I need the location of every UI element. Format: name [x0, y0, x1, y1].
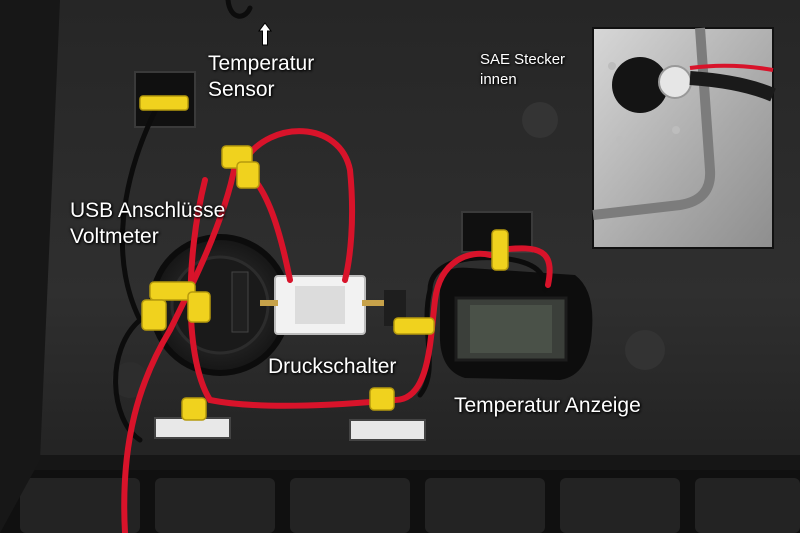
usb-voltmeter-label: USB Anschlüsse Voltmeter [70, 199, 226, 248]
temperature-sensor-label: Temperatur Sensor [208, 52, 315, 101]
rim-teeth [20, 478, 800, 533]
push-switch-label: Druckschalter [268, 355, 397, 378]
push-switch [260, 275, 406, 335]
temperature-display-label: Temperatur Anzeige [454, 394, 641, 417]
sae-inset [592, 27, 776, 249]
temperature-display [439, 267, 593, 380]
sae-connector-label: SAE Stecker innen [480, 51, 566, 88]
up-arrow-icon [258, 22, 272, 46]
zip-ties [139, 95, 509, 421]
